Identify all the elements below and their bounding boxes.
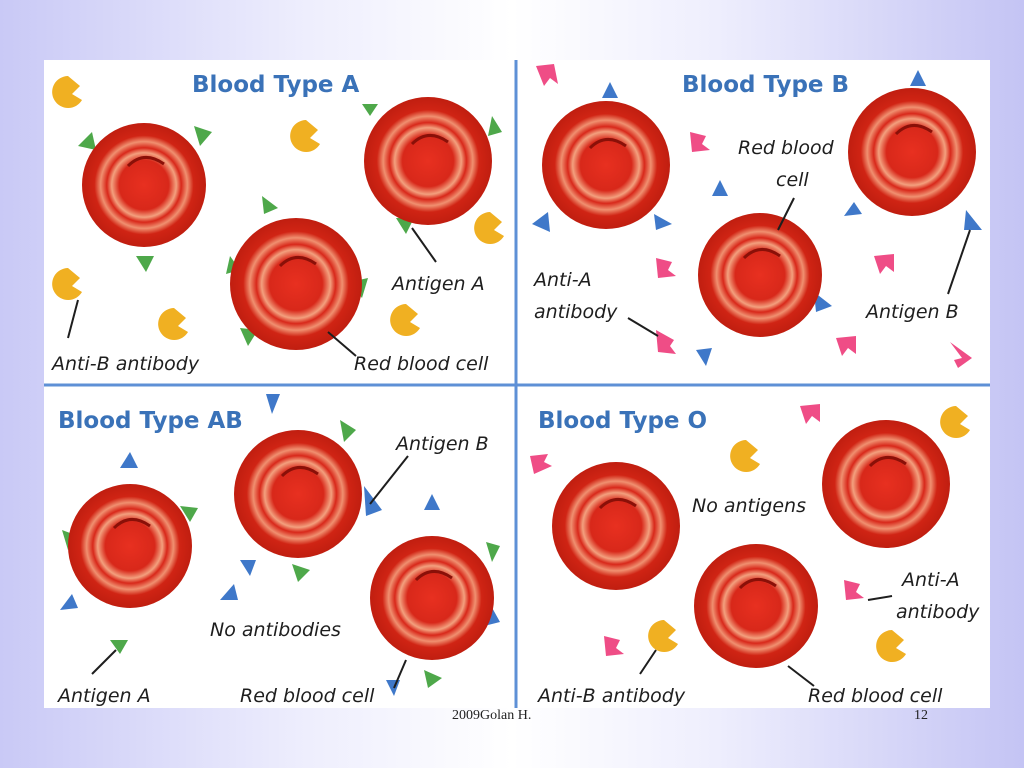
red-blood-cell [82,97,492,350]
anti-a-antibody [536,64,972,368]
label-antigen-a: Antigen A [390,273,485,295]
label-red-blood-cell: Red blood cell [240,685,375,707]
label-red-blood-cell: Red blood cell [808,685,943,707]
blood-types-figure: Blood Type A [44,60,990,708]
label-antigen-b: Antigen B [394,433,489,455]
label-anti-a-antibody-line2: antibody [534,301,618,323]
label-anti-b-antibody: Anti-B antibody [50,353,200,375]
red-blood-cell [552,420,950,668]
leader-lines [67,227,437,357]
label-anti-a-antibody-line1: Anti-A [900,569,960,591]
leader-lines [627,197,971,337]
leader-lines [91,455,409,689]
page-number: 12 [914,708,928,723]
panel-ab-title: Blood Type AB [58,408,243,434]
panel-blood-type-a: Blood Type A [50,72,504,375]
red-blood-cell [68,430,494,660]
label-red-blood-cell-line2: cell [776,169,809,191]
red-blood-cell [542,88,976,337]
label-no-antigens: No antigens [692,495,806,517]
panel-o-title: Blood Type O [538,408,707,434]
antigen-b-marker [532,70,982,366]
blood-types-diagram: Blood Type A [44,60,990,708]
footer-credit: 2009Golan H. [452,708,532,723]
panel-blood-type-o: Blood Type O [530,404,980,707]
anti-a-antibody [530,404,864,656]
label-anti-a-antibody-line1: Anti-A [532,269,592,291]
panel-b-title: Blood Type B [682,72,849,98]
label-antigen-b: Antigen B [864,301,959,323]
panel-blood-type-ab: Blood Type AB [56,394,500,707]
anti-b-antibody [648,406,970,662]
label-no-antibodies: No antibodies [210,619,341,641]
leader-lines [639,595,893,687]
label-anti-a-antibody-line2: antibody [896,601,980,623]
label-anti-b-antibody: Anti-B antibody [536,685,686,707]
label-red-blood-cell: Red blood cell [354,353,489,375]
label-red-blood-cell-line1: Red blood [738,137,835,159]
panel-a-title: Blood Type A [192,72,360,98]
anti-b-antibody [52,76,504,340]
label-antigen-a: Antigen A [56,685,151,707]
panel-blood-type-b: Blood Type B [532,64,982,368]
